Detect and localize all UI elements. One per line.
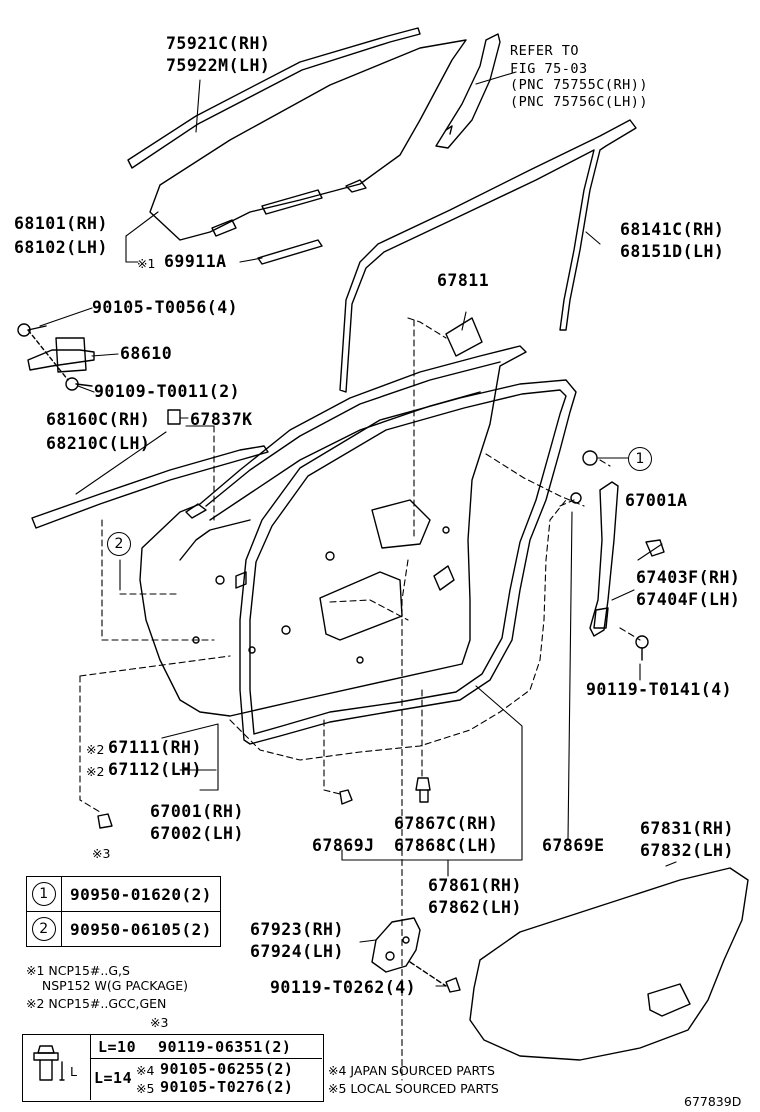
label-67923: 67923(RH): [250, 920, 344, 939]
glass-outer-weatherstrip: [127, 27, 421, 169]
label-68610: 68610: [120, 344, 173, 363]
division-bar-67403f: [589, 481, 649, 661]
front-channel: [435, 33, 501, 149]
label-67811: 67811: [437, 271, 490, 290]
diagram-id: 677839D: [684, 1094, 742, 1109]
label-69911a: 69911A: [164, 252, 227, 271]
mark1-69911: ※1: [137, 256, 156, 271]
ref-line3: (PNC 75755C(RH)): [510, 77, 649, 93]
note-2: ※2 NCP15#..GCC,GEN: [26, 996, 167, 1011]
label-90119-t0262: 90119-T0262(4): [270, 978, 417, 997]
bolt-table: [22, 1034, 324, 1102]
label-67924: 67924(LH): [250, 942, 344, 961]
door-weatherstrip-67861: [239, 379, 577, 745]
door-hinge-68610: [17, 323, 95, 391]
screw-mark3: [97, 813, 113, 829]
clip-67837k: [167, 409, 181, 425]
callout-2: 2: [107, 532, 131, 556]
note-4: ※4 JAPAN SOURCED PARTS: [328, 1063, 495, 1078]
label-75921c: 75921C(RH): [166, 34, 271, 53]
legend-row: 1 90950-01620(2): [26, 876, 221, 912]
label-67869j: 67869J: [312, 836, 375, 855]
bracket-67923: [371, 917, 461, 993]
label-68160c: 68160C(RH): [46, 410, 151, 429]
bolt-L-label: L: [70, 1064, 77, 1079]
screw-67869j: [339, 789, 353, 805]
label-67869e: 67869E: [542, 836, 605, 855]
label-68101: 68101(RH): [14, 214, 108, 233]
pad-67811: [445, 317, 483, 357]
note-1b: NSP152 W(G PACKAGE): [26, 978, 189, 993]
label-67868c: 67868C(LH): [394, 836, 499, 855]
label-67112: 67112(LH): [108, 760, 202, 779]
bolt-r2b-mark: ※5: [136, 1081, 155, 1096]
bolt-r2-len: L=14: [94, 1069, 133, 1087]
bolt-r1-part: 90119-06351(2): [158, 1038, 292, 1056]
label-67837k: 67837K: [190, 410, 253, 429]
bolt-r1-len: L=10: [98, 1038, 137, 1056]
bolt-table-vdivider: [90, 1034, 92, 1100]
label-67001a: 67001A: [625, 491, 688, 510]
label-67111: 67111(RH): [108, 738, 202, 757]
bolt-r2a-part: 90105-06255(2): [160, 1060, 294, 1078]
label-75922m: 75922M(LH): [166, 56, 271, 75]
label-67832: 67832(LH): [640, 841, 734, 860]
leader-lines: [39, 71, 677, 987]
label-67861: 67861(RH): [428, 876, 522, 895]
note-5: ※5 LOCAL SOURCED PARTS: [328, 1081, 499, 1096]
legend-part: 90950-01620(2): [61, 876, 221, 912]
circled-legend-table: 1 90950-01620(2) 2 90950-06105(2): [26, 876, 221, 947]
label-67404f: 67404F(LH): [636, 590, 741, 609]
mark3-screw: ※3: [92, 846, 111, 861]
note-1a: ※1 NCP15#..G,S: [26, 963, 130, 978]
bolt-table-hdivider: [90, 1058, 322, 1060]
clip-67867c: [415, 777, 431, 803]
legend-num: 2: [32, 917, 56, 941]
label-67403f: 67403F(RH): [636, 568, 741, 587]
mark2-67111: ※2: [86, 742, 105, 757]
label-68102: 68102(LH): [14, 238, 108, 257]
callout-1: 1: [628, 447, 652, 471]
label-90119-t0141: 90119-T0141(4): [586, 680, 733, 699]
dashed-leaders-lower: [79, 453, 641, 1081]
label-68141c: 68141C(RH): [620, 220, 725, 239]
legend-row: 2 90950-06105(2): [26, 911, 221, 947]
label-90109-t0011: 90109-T0011(2): [94, 382, 241, 401]
weatherstrip-69911a: [257, 239, 323, 265]
service-hole-cover-67831: [469, 867, 749, 1061]
label-67831: 67831(RH): [640, 819, 734, 838]
label-68151d: 68151D(LH): [620, 242, 725, 261]
bolt-r2b-part: 90105-T0276(2): [160, 1078, 294, 1096]
grommet-67001a: [570, 450, 665, 557]
label-67862: 67862(LH): [428, 898, 522, 917]
ref-line4: (PNC 75756C(LH)): [510, 94, 649, 110]
label-67001: 67001(RH): [150, 802, 244, 821]
bolt-icon: [33, 1045, 65, 1081]
bolt-r2a-mark: ※4: [136, 1063, 155, 1078]
legend-part: 90950-06105(2): [61, 911, 221, 947]
ref-line1: REFER TO: [510, 43, 580, 59]
door-glass: [149, 39, 467, 241]
ref-line2: FIG 75-03: [510, 61, 588, 77]
mark2-67112: ※2: [86, 764, 105, 779]
label-67002: 67002(LH): [150, 824, 244, 843]
label-67867c: 67867C(RH): [394, 814, 499, 833]
label-90105-t0056: 90105-T0056(4): [92, 298, 239, 317]
label-68210c: 68210C(LH): [46, 434, 151, 453]
glass-run-68141: [339, 119, 637, 393]
note-3: ※3: [150, 1015, 169, 1030]
legend-num: 1: [32, 882, 56, 906]
belt-molding-68160: [31, 445, 269, 529]
